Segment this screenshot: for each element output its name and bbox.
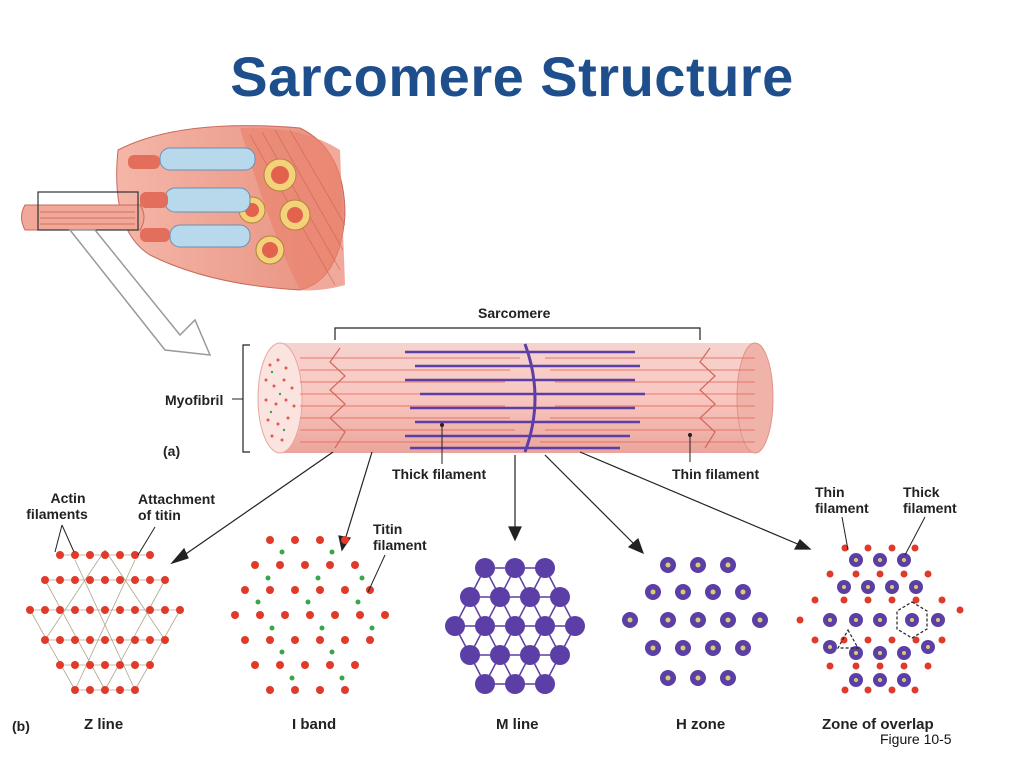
panel-b-tag: (b): [12, 718, 30, 734]
cross-section-arrows: [170, 451, 812, 565]
figure-reference: Figure 10-5: [880, 731, 952, 747]
actin-label-line2: filaments: [26, 506, 88, 522]
thick-filament-b-label: Thick filament: [903, 484, 957, 516]
i-band-lattice: [231, 536, 389, 694]
myofibril-cylinder: [232, 327, 774, 464]
thin-filament-label: Thin filament: [672, 466, 760, 482]
titin-filament-label: Titin filament: [373, 521, 427, 553]
sarcomere-label: Sarcomere: [478, 305, 551, 321]
zone-of-overlap-caption: Zone of overlap: [822, 716, 934, 733]
thick-filaments: [405, 350, 645, 450]
thin-b-line1: Thin: [815, 484, 845, 500]
sarcomere-bracket: [334, 327, 701, 340]
thin-filaments: [300, 357, 755, 443]
titin-attach-line1: Attachment: [138, 491, 216, 507]
titin-fil-line2: filament: [373, 537, 427, 553]
slide-title: Sarcomere Structure: [230, 45, 794, 108]
thin-filament-b-label: Thin filament: [815, 484, 869, 516]
z-line-lattice: [26, 524, 184, 694]
overlap-lattice: [796, 516, 964, 694]
h-zone-caption: H zone: [676, 716, 726, 733]
myofibril-label: Myofibril: [165, 392, 224, 408]
thin-b-line2: filament: [815, 500, 869, 516]
titin-attachment-label: Attachment of titin: [138, 491, 215, 523]
muscle-fiber-illustration: [21, 125, 346, 356]
panel-a-tag: (a): [163, 443, 181, 459]
m-line-stroke: [523, 343, 537, 453]
m-line-caption: M line: [496, 716, 539, 733]
myofibril-end-dots: [264, 358, 296, 442]
thick-filament-label: Thick filament: [392, 466, 487, 482]
thick-b-line2: filament: [903, 500, 957, 516]
myofibril-bracket: [242, 344, 250, 453]
titin-attach-line2: of titin: [138, 507, 181, 523]
titin-fil-line1: Titin: [373, 521, 403, 537]
thick-b-line1: Thick: [903, 484, 940, 500]
actin-label-line1: Actin: [50, 490, 86, 506]
actin-filaments-label: Actin filaments: [26, 490, 98, 522]
z-line-caption: Z line: [84, 716, 124, 733]
h-zone-lattice: [622, 557, 768, 686]
z-discs: [329, 347, 716, 449]
i-band-caption: I band: [292, 716, 337, 733]
m-line-lattice: [445, 558, 585, 694]
